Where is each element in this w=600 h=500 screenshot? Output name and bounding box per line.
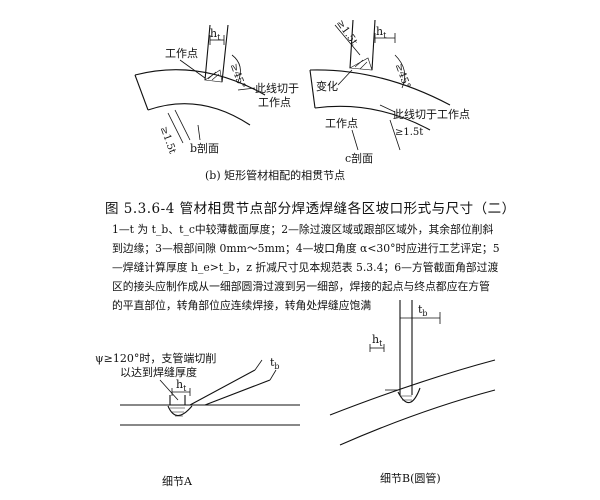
detail-a-drawing <box>120 359 300 426</box>
b-section-drawing <box>134 24 266 144</box>
detail-b-tb-label: tb <box>418 303 428 319</box>
detail-a-tb-label: tb <box>270 356 280 372</box>
c-change-label: 变化 <box>316 80 338 93</box>
b-ht-label: ht <box>210 27 221 43</box>
c-tangent-line-label: 此线切于工作点 <box>393 108 470 121</box>
detail-b-ht-label: ht <box>372 333 383 349</box>
figure-title: 图 5.3.6-4 管材相贯节点部分焊透焊缝各区坡口形式与尺寸（二） <box>105 201 516 217</box>
c-section-title: c剖面 <box>345 152 374 165</box>
b-work-point-label: 工作点 <box>165 47 198 60</box>
b-section-title: b剖面 <box>190 142 220 155</box>
b-tangent-line-label-2: 工作点 <box>258 96 291 109</box>
c-ht-label: ht <box>376 25 387 41</box>
detail-a-note-2: 以达到焊缝厚度 <box>120 366 197 379</box>
c-work-point-label: 工作点 <box>325 117 358 130</box>
detail-b-drawing <box>329 300 496 446</box>
detail-b-caption: 细节B(圆管) <box>380 472 441 485</box>
detail-a-note-1: ψ≥120°时，支管端切削 <box>95 352 217 365</box>
figure-notes: 1—t 为 t_b、t_c中较薄截面厚度；2—除过渡区域或跟部区域外，其余部位削… <box>112 223 500 312</box>
top-caption: (b) 矩形管材相配的相贯节点 <box>205 169 346 182</box>
b-tangent-line-label: 此线切于 <box>255 82 299 95</box>
detail-a-ht-label: ht <box>176 378 187 394</box>
c-bottom-dimension: ≥1.5t <box>395 127 424 138</box>
c-section-drawing <box>309 19 451 151</box>
detail-a-caption: 细节A <box>162 475 192 488</box>
